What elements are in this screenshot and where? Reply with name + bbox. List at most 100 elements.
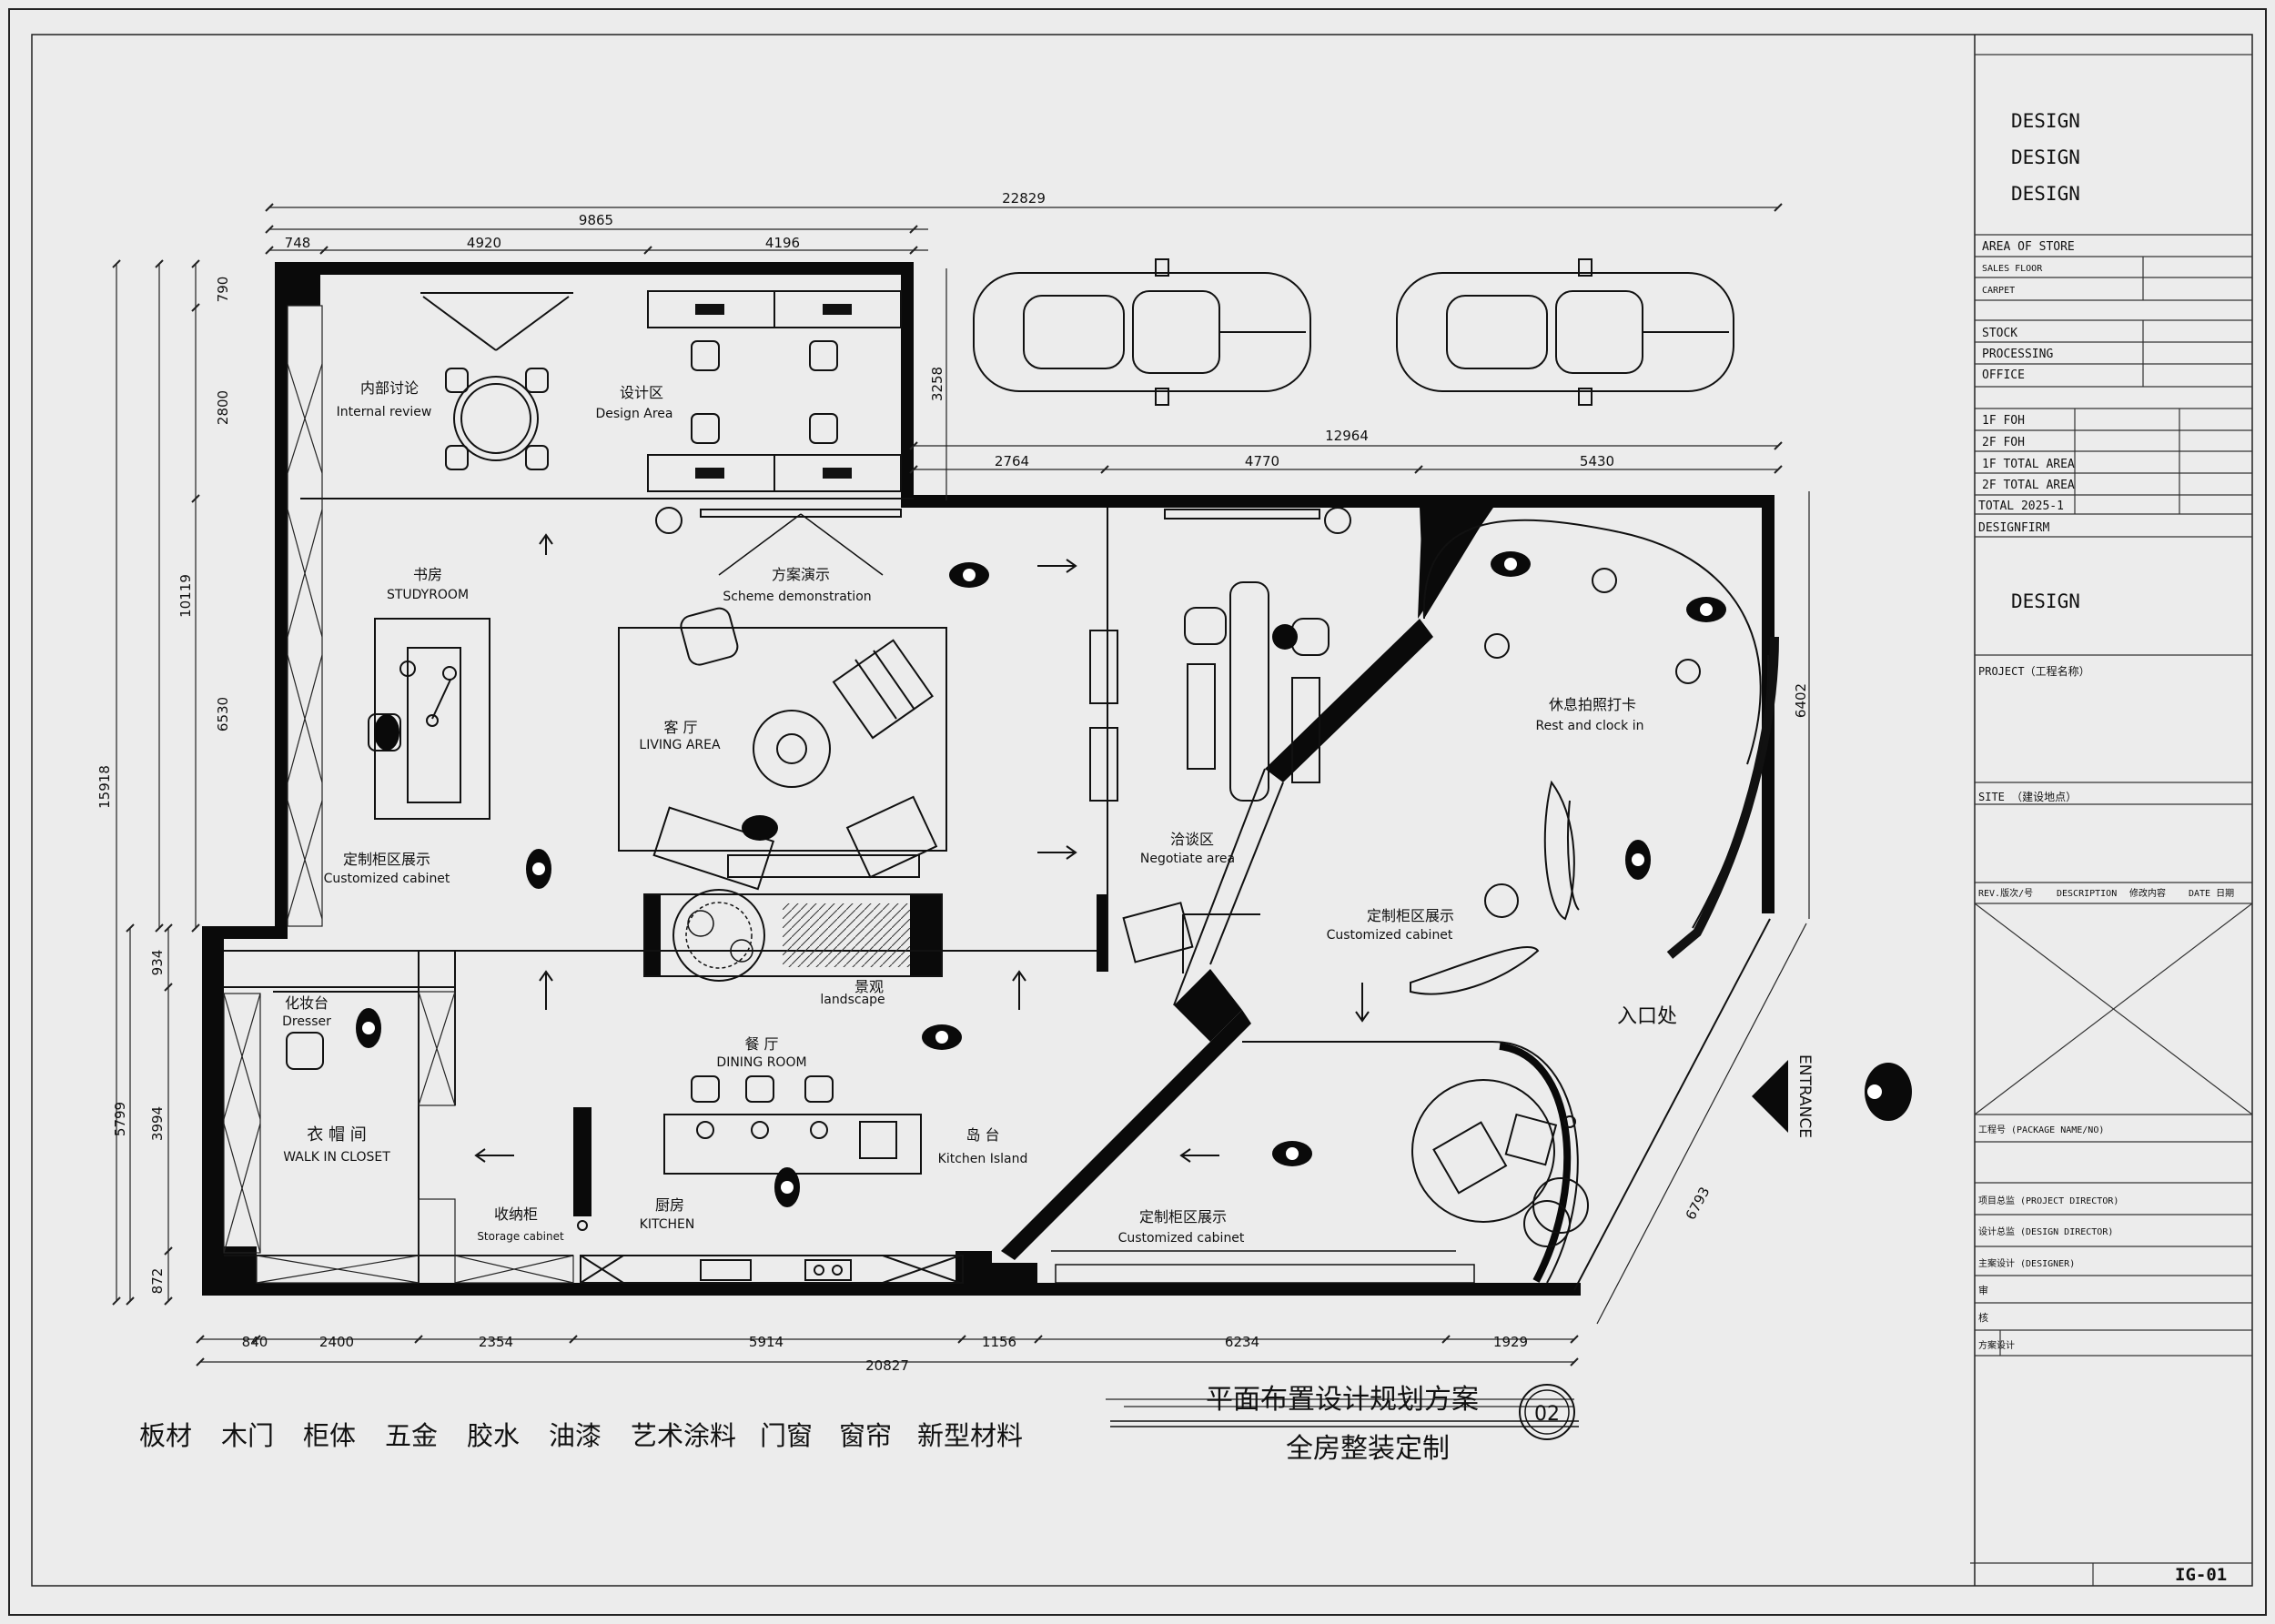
dim-left-lower-seg-3: 872 bbox=[149, 1268, 166, 1295]
landscape-planter bbox=[643, 889, 943, 982]
cabinet-mid-cn: 定制柜区展示 bbox=[1367, 907, 1454, 924]
design-director: 设计总监 (DESIGN DIRECTOR) bbox=[1978, 1226, 2113, 1237]
design-desks bbox=[647, 290, 902, 534]
negotiate-cn: 洽谈区 bbox=[1170, 831, 1214, 848]
rev-header-1: REV.版次/号 bbox=[1978, 887, 2033, 899]
dim-bottom-seg-1: 840 bbox=[242, 1334, 268, 1350]
study-desk bbox=[368, 618, 490, 820]
dim-top-seg-2: 4920 bbox=[467, 235, 501, 251]
closet-cn: 衣 帽 间 bbox=[307, 1125, 366, 1145]
entrance-arrow-icon bbox=[1752, 1060, 1788, 1133]
plan-number: 02 bbox=[1534, 1403, 1560, 1426]
people bbox=[356, 551, 1912, 1207]
dim-bottom-seg-6: 6234 bbox=[1225, 1334, 1259, 1350]
floor-row-5: TOTAL 2025-1 bbox=[1978, 499, 2064, 513]
lounge-furniture bbox=[1411, 1079, 1589, 1247]
outer-frame bbox=[8, 8, 2267, 1616]
landscape-en: landscape bbox=[820, 993, 885, 1007]
material-item: 板材 bbox=[139, 1420, 192, 1451]
material-item: 艺术涂料 bbox=[631, 1420, 736, 1451]
rest-area-items bbox=[1410, 568, 1701, 995]
brand-line-1: DESIGN bbox=[2011, 110, 2080, 132]
area-row-1: AREA OF STORE bbox=[1982, 240, 2075, 254]
closet-cabinets bbox=[223, 991, 574, 1284]
dining-kitchen bbox=[577, 1075, 964, 1284]
living-furniture bbox=[618, 607, 947, 891]
area-row-3: CARPET bbox=[1982, 286, 2015, 296]
dim-left-seg-1: 790 bbox=[215, 277, 231, 303]
studyroom-cn: 书房 bbox=[413, 566, 442, 583]
round-table bbox=[420, 292, 573, 470]
closet-en: WALK IN CLOSET bbox=[283, 1150, 390, 1165]
site-label: SITE （建设地点） bbox=[1978, 791, 2077, 803]
dining-cn: 餐 厅 bbox=[744, 1035, 778, 1053]
left-cabinet-strip bbox=[287, 305, 323, 927]
inner-frame bbox=[31, 34, 2253, 1587]
small-row-2: 核 bbox=[1978, 1311, 1988, 1324]
internal-review-cn: 内部讨论 bbox=[360, 379, 419, 397]
dim-parking: 12964 bbox=[1325, 428, 1369, 444]
cabinet-bottom-cn: 定制柜区展示 bbox=[1139, 1208, 1227, 1226]
dimension-lines bbox=[116, 207, 1810, 1407]
dim-left-seg-2: 2800 bbox=[215, 390, 231, 425]
design-area-en: Design Area bbox=[595, 407, 672, 421]
entrance-wall bbox=[1573, 918, 1771, 1291]
dimension-ticks bbox=[112, 203, 1783, 1367]
dim-left-upper-total: 10119 bbox=[177, 574, 194, 618]
rest-clock-cn: 休息拍照打卡 bbox=[1549, 696, 1636, 713]
dim-bottom-seg-2: 2400 bbox=[319, 1334, 354, 1350]
cabinet-bottom-en: Customized cabinet bbox=[1118, 1231, 1245, 1246]
scheme-demo-en: Scheme demonstration bbox=[723, 590, 871, 604]
negotiate-en: Negotiate area bbox=[1140, 852, 1235, 866]
material-item: 门窗 bbox=[760, 1420, 813, 1451]
dim-right-seg-3: 5430 bbox=[1580, 453, 1614, 469]
dim-top-left: 9865 bbox=[579, 212, 613, 228]
project-label: PROJECT（工程名称） bbox=[1978, 664, 2090, 678]
dim-bottom-total: 20827 bbox=[865, 1357, 909, 1374]
material-item: 胶水 bbox=[467, 1420, 520, 1451]
stock-row-3: OFFICE bbox=[1982, 368, 2025, 382]
dim-diagonal: 6793 bbox=[1683, 1185, 1714, 1223]
cabinet-left-cn: 定制柜区展示 bbox=[343, 851, 430, 868]
design-area-cn: 设计区 bbox=[620, 384, 663, 401]
kitchen-en: KITCHEN bbox=[640, 1217, 695, 1232]
material-item: 五金 bbox=[385, 1420, 438, 1451]
dim-right-side: 6402 bbox=[1793, 683, 1809, 718]
area-row-2: SALES FLOOR bbox=[1982, 264, 2043, 274]
material-item: 油漆 bbox=[549, 1420, 602, 1451]
island-cn: 岛 台 bbox=[966, 1126, 999, 1144]
entrance-en: ENTRANCE bbox=[1795, 1054, 1814, 1138]
living-area-cn: 客 厅 bbox=[663, 719, 697, 736]
room-labels: 内部讨论 Internal review 设计区 Design Area 书房 … bbox=[282, 379, 1814, 1246]
island-en: Kitchen Island bbox=[938, 1152, 1028, 1166]
studyroom-en: STUDYROOM bbox=[387, 588, 469, 602]
cabinet-left-en: Customized cabinet bbox=[324, 872, 450, 886]
rev-header-4: DATE 日期 bbox=[2189, 888, 2234, 899]
dim-left-lower-seg-2: 3994 bbox=[149, 1106, 166, 1141]
dim-right-seg-1: 2764 bbox=[995, 453, 1029, 469]
living-area-en: LIVING AREA bbox=[639, 738, 721, 752]
package-label: 工程号 (PACKAGE NAME/NO) bbox=[1978, 1125, 2104, 1135]
dim-inner-right: 3258 bbox=[929, 367, 945, 401]
rev-header-2: DESCRIPTION bbox=[2057, 889, 2117, 899]
floor-row-3: 1F TOTAL AREA bbox=[1982, 458, 2075, 471]
dresser-en: Dresser bbox=[282, 1014, 331, 1029]
small-row-1: 审 bbox=[1978, 1284, 1988, 1296]
kitchen-cn: 厨房 bbox=[655, 1196, 684, 1214]
dim-left-seg-3: 6530 bbox=[215, 697, 231, 731]
floor-row-1: 1F FOH bbox=[1982, 414, 2025, 428]
dim-bottom-seg-3: 2354 bbox=[479, 1334, 513, 1350]
dim-left-lower-total: 5799 bbox=[112, 1102, 128, 1136]
title-block bbox=[1970, 54, 2253, 1586]
project-director: 项目总监 (PROJECT DIRECTOR) bbox=[1978, 1195, 2118, 1206]
material-item: 新型材料 bbox=[917, 1420, 1023, 1451]
material-item: 窗帘 bbox=[839, 1420, 892, 1451]
parked-car-1 bbox=[973, 258, 1311, 406]
dim-left-lower-seg-1: 934 bbox=[149, 950, 166, 976]
parked-car-2 bbox=[1396, 258, 1734, 406]
dim-bottom-seg-5: 1156 bbox=[982, 1334, 1016, 1350]
material-item: 木门 bbox=[221, 1420, 274, 1451]
internal-review-en: Internal review bbox=[337, 405, 432, 419]
rev-header-3: 修改内容 bbox=[2129, 887, 2166, 899]
